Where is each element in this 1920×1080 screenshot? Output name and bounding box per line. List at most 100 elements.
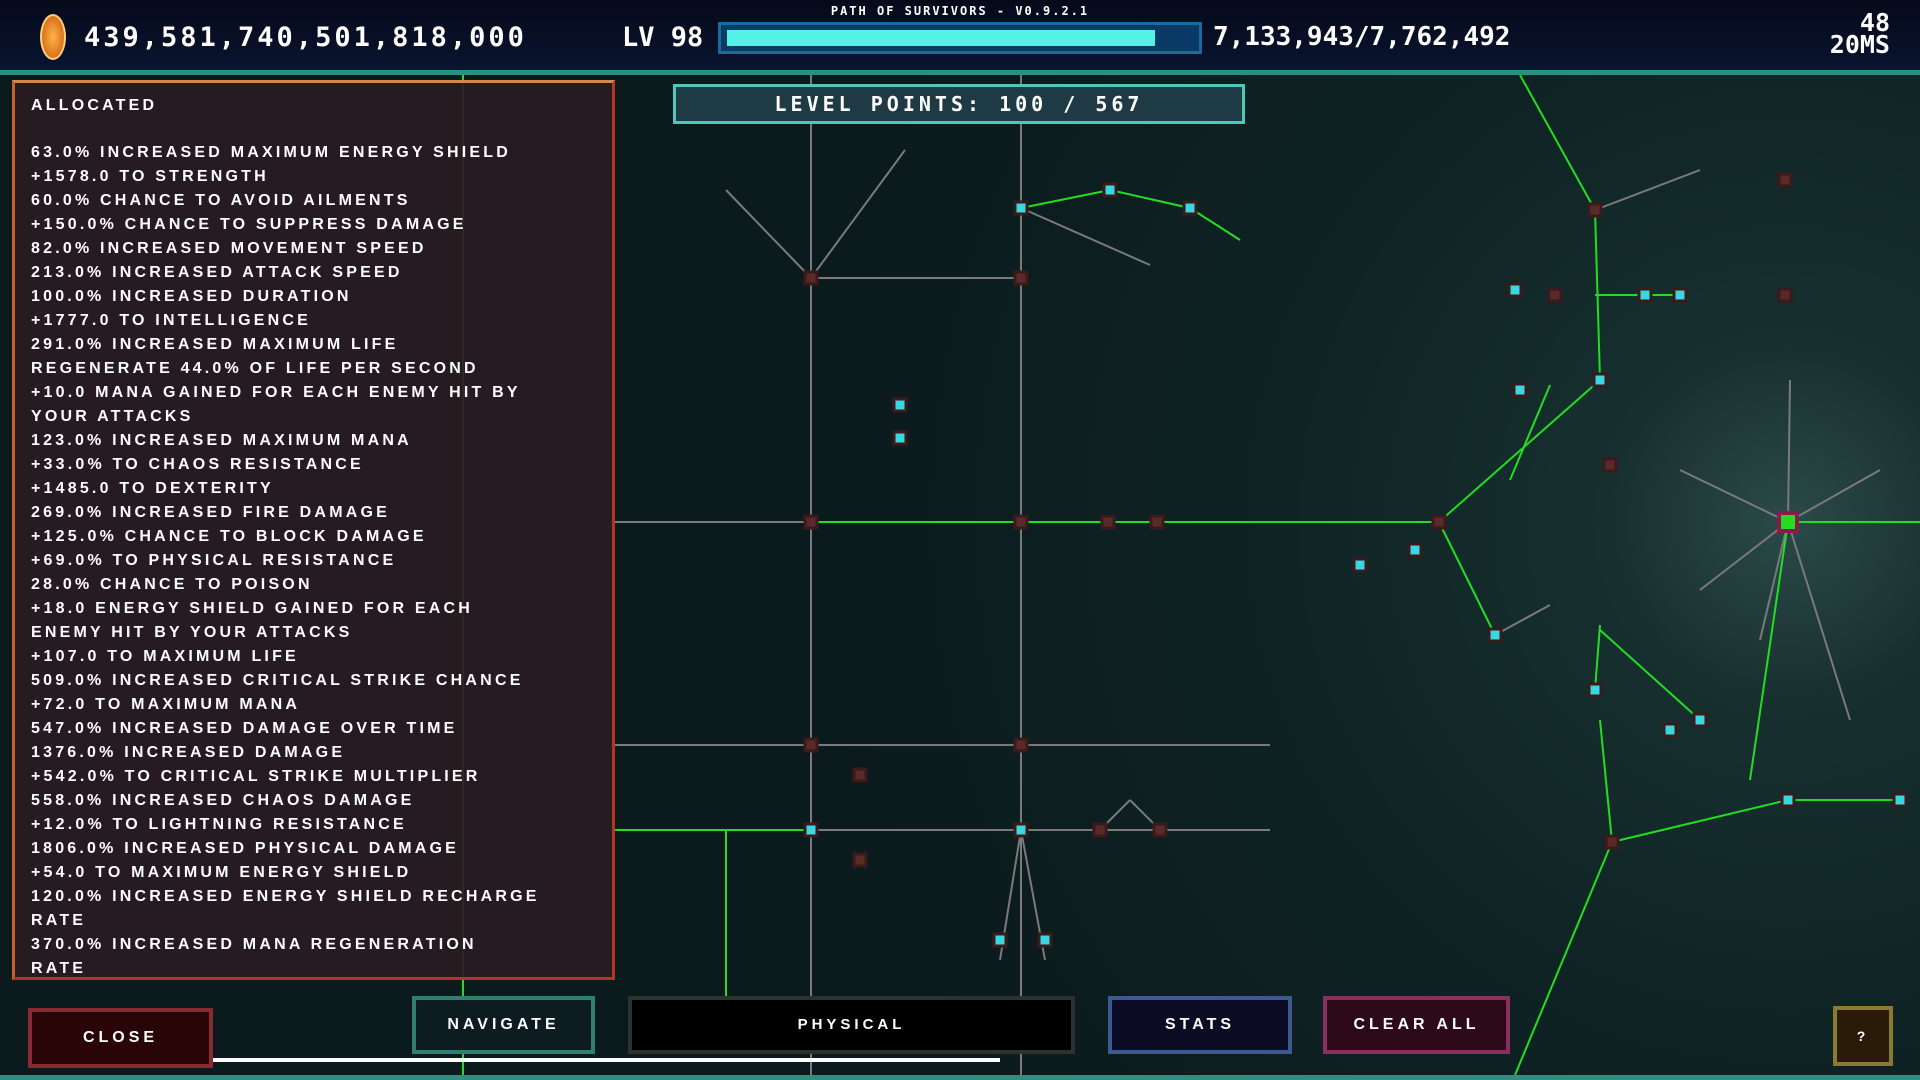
tree-link [1438, 521, 1496, 636]
xp-bar [718, 22, 1202, 54]
tree-node[interactable] [1637, 287, 1653, 303]
fps-value: 48 [1859, 8, 1890, 37]
tree-node[interactable] [1100, 514, 1116, 530]
scroll-indicator [213, 1058, 1000, 1062]
tree-node[interactable] [803, 514, 819, 530]
stat-line: 123.0% INCREASED MAXIMUM MANA [31, 432, 412, 449]
tree-node[interactable] [1037, 932, 1053, 948]
help-button[interactable]: ? [1833, 1006, 1893, 1066]
tree-link [1787, 469, 1881, 523]
panel-title: ALLOCATED [31, 97, 158, 114]
tree-link [1759, 521, 1789, 641]
stat-line: +1485.0 TO DEXTERITY [31, 480, 274, 497]
tree-node[interactable] [1512, 382, 1528, 398]
currency-amount: 439,581,740,501,818,000 [84, 22, 527, 53]
tree-node[interactable] [1152, 822, 1168, 838]
allocated-stats-panel[interactable]: ALLOCATED 63.0% INCREASED MAXIMUM ENERGY… [12, 80, 615, 980]
tree-node[interactable] [1092, 822, 1108, 838]
tree-link [1699, 521, 1789, 591]
stat-line: RATE [31, 960, 87, 977]
stats-list: 63.0% INCREASED MAXIMUM ENERGY SHIELD+15… [31, 141, 540, 981]
stats-button[interactable]: STATS [1108, 996, 1292, 1054]
player-level: LV 98 [622, 22, 704, 53]
stat-line: +18.0 ENERGY SHIELD GAINED FOR EACH [31, 600, 473, 617]
tree-node[interactable] [1892, 792, 1908, 808]
tree-node[interactable] [1149, 514, 1165, 530]
stat-line: +72.0 TO MAXIMUM MANA [31, 696, 301, 713]
stat-line: 28.0% CHANCE TO POISON [31, 576, 313, 593]
tree-link [1611, 799, 1789, 843]
stat-line: 60.0% CHANCE TO AVOID AILMENTS [31, 192, 411, 209]
tree-node[interactable] [1102, 182, 1118, 198]
tree-node[interactable] [1602, 457, 1618, 473]
tree-node[interactable] [1013, 270, 1029, 286]
tree-node[interactable] [803, 737, 819, 753]
stat-line: +10.0 MANA GAINED FOR EACH ENEMY HIT BY [31, 384, 521, 401]
tree-link [1438, 379, 1601, 523]
stat-line: 82.0% INCREASED MOVEMENT SPEED [31, 240, 427, 257]
tree-node[interactable] [1672, 287, 1688, 303]
top-bar: 439,581,740,501,818,000 PATH OF SURVIVOR… [0, 0, 1920, 70]
stat-line: +54.0 TO MAXIMUM ENERGY SHIELD [31, 864, 412, 881]
perf-readout: 48 20MS [1830, 8, 1890, 57]
tree-node[interactable] [1587, 202, 1603, 218]
clear-all-button[interactable]: CLEAR ALL [1323, 996, 1510, 1054]
tree-link [1509, 384, 1551, 481]
tree-node[interactable] [1487, 627, 1503, 643]
bottom-divider [0, 1075, 1920, 1080]
physical-filter-button[interactable]: PHYSICAL [628, 996, 1075, 1054]
stat-line: 1376.0% INCREASED DAMAGE [31, 744, 346, 761]
close-button[interactable]: CLOSE [28, 1008, 213, 1068]
tree-link [1109, 189, 1191, 209]
stat-line: ENEMY HIT BY YOUR ATTACKS [31, 624, 353, 641]
tree-link [1599, 719, 1613, 843]
tree-node[interactable] [1662, 722, 1678, 738]
tree-link [1787, 379, 1791, 523]
stat-line: 100.0% INCREASED DURATION [31, 288, 352, 305]
stat-line: YOUR ATTACKS [31, 408, 194, 425]
tree-node[interactable] [992, 932, 1008, 948]
navigate-button[interactable]: NAVIGATE [412, 996, 595, 1054]
stat-line: 509.0% INCREASED CRITICAL STRIKE CHANCE [31, 672, 524, 689]
tree-link [1787, 521, 1851, 721]
tree-node[interactable] [1013, 737, 1029, 753]
passive-tree-graph[interactable] [0, 74, 1920, 1076]
tree-node[interactable] [1547, 287, 1563, 303]
tree-node[interactable] [1604, 834, 1620, 850]
stat-line: 291.0% INCREASED MAXIMUM LIFE [31, 336, 399, 353]
tree-node[interactable] [1777, 172, 1793, 188]
tree-node[interactable] [803, 270, 819, 286]
tree-node[interactable] [1182, 200, 1198, 216]
tree-link [1749, 521, 1789, 781]
tree-node[interactable] [1407, 542, 1423, 558]
top-divider [0, 70, 1920, 75]
tree-node[interactable] [1507, 282, 1523, 298]
tree-node[interactable] [1592, 372, 1608, 388]
tree-link [1519, 74, 1596, 211]
tree-node[interactable] [803, 822, 819, 838]
tree-node[interactable] [1692, 712, 1708, 728]
tree-node[interactable] [1352, 557, 1368, 573]
stat-line: +1578.0 TO STRENGTH [31, 168, 269, 185]
tree-node[interactable] [1013, 514, 1029, 530]
tree-node[interactable] [1013, 822, 1029, 838]
tree-node[interactable] [852, 852, 868, 868]
tree-node[interactable] [1013, 200, 1029, 216]
tree-node[interactable] [852, 767, 868, 783]
stat-line: +107.0 TO MAXIMUM LIFE [31, 648, 299, 665]
tree-node[interactable] [892, 430, 908, 446]
tree-link [1494, 604, 1551, 636]
tree-node[interactable] [1780, 792, 1796, 808]
gold-coin-icon [40, 14, 66, 60]
stat-line: +33.0% TO CHAOS RESISTANCE [31, 456, 364, 473]
tree-node[interactable] [1587, 682, 1603, 698]
tree-link [1020, 189, 1111, 209]
tree-node[interactable] [1777, 287, 1793, 303]
keystone-node[interactable] [1777, 511, 1799, 533]
tree-node[interactable] [1431, 514, 1447, 530]
stat-line: 1806.0% INCREASED PHYSICAL DAMAGE [31, 840, 460, 857]
tree-node[interactable] [892, 397, 908, 413]
tree-link [810, 149, 906, 279]
tree-link [1599, 629, 1701, 721]
tree-link [1594, 624, 1601, 691]
